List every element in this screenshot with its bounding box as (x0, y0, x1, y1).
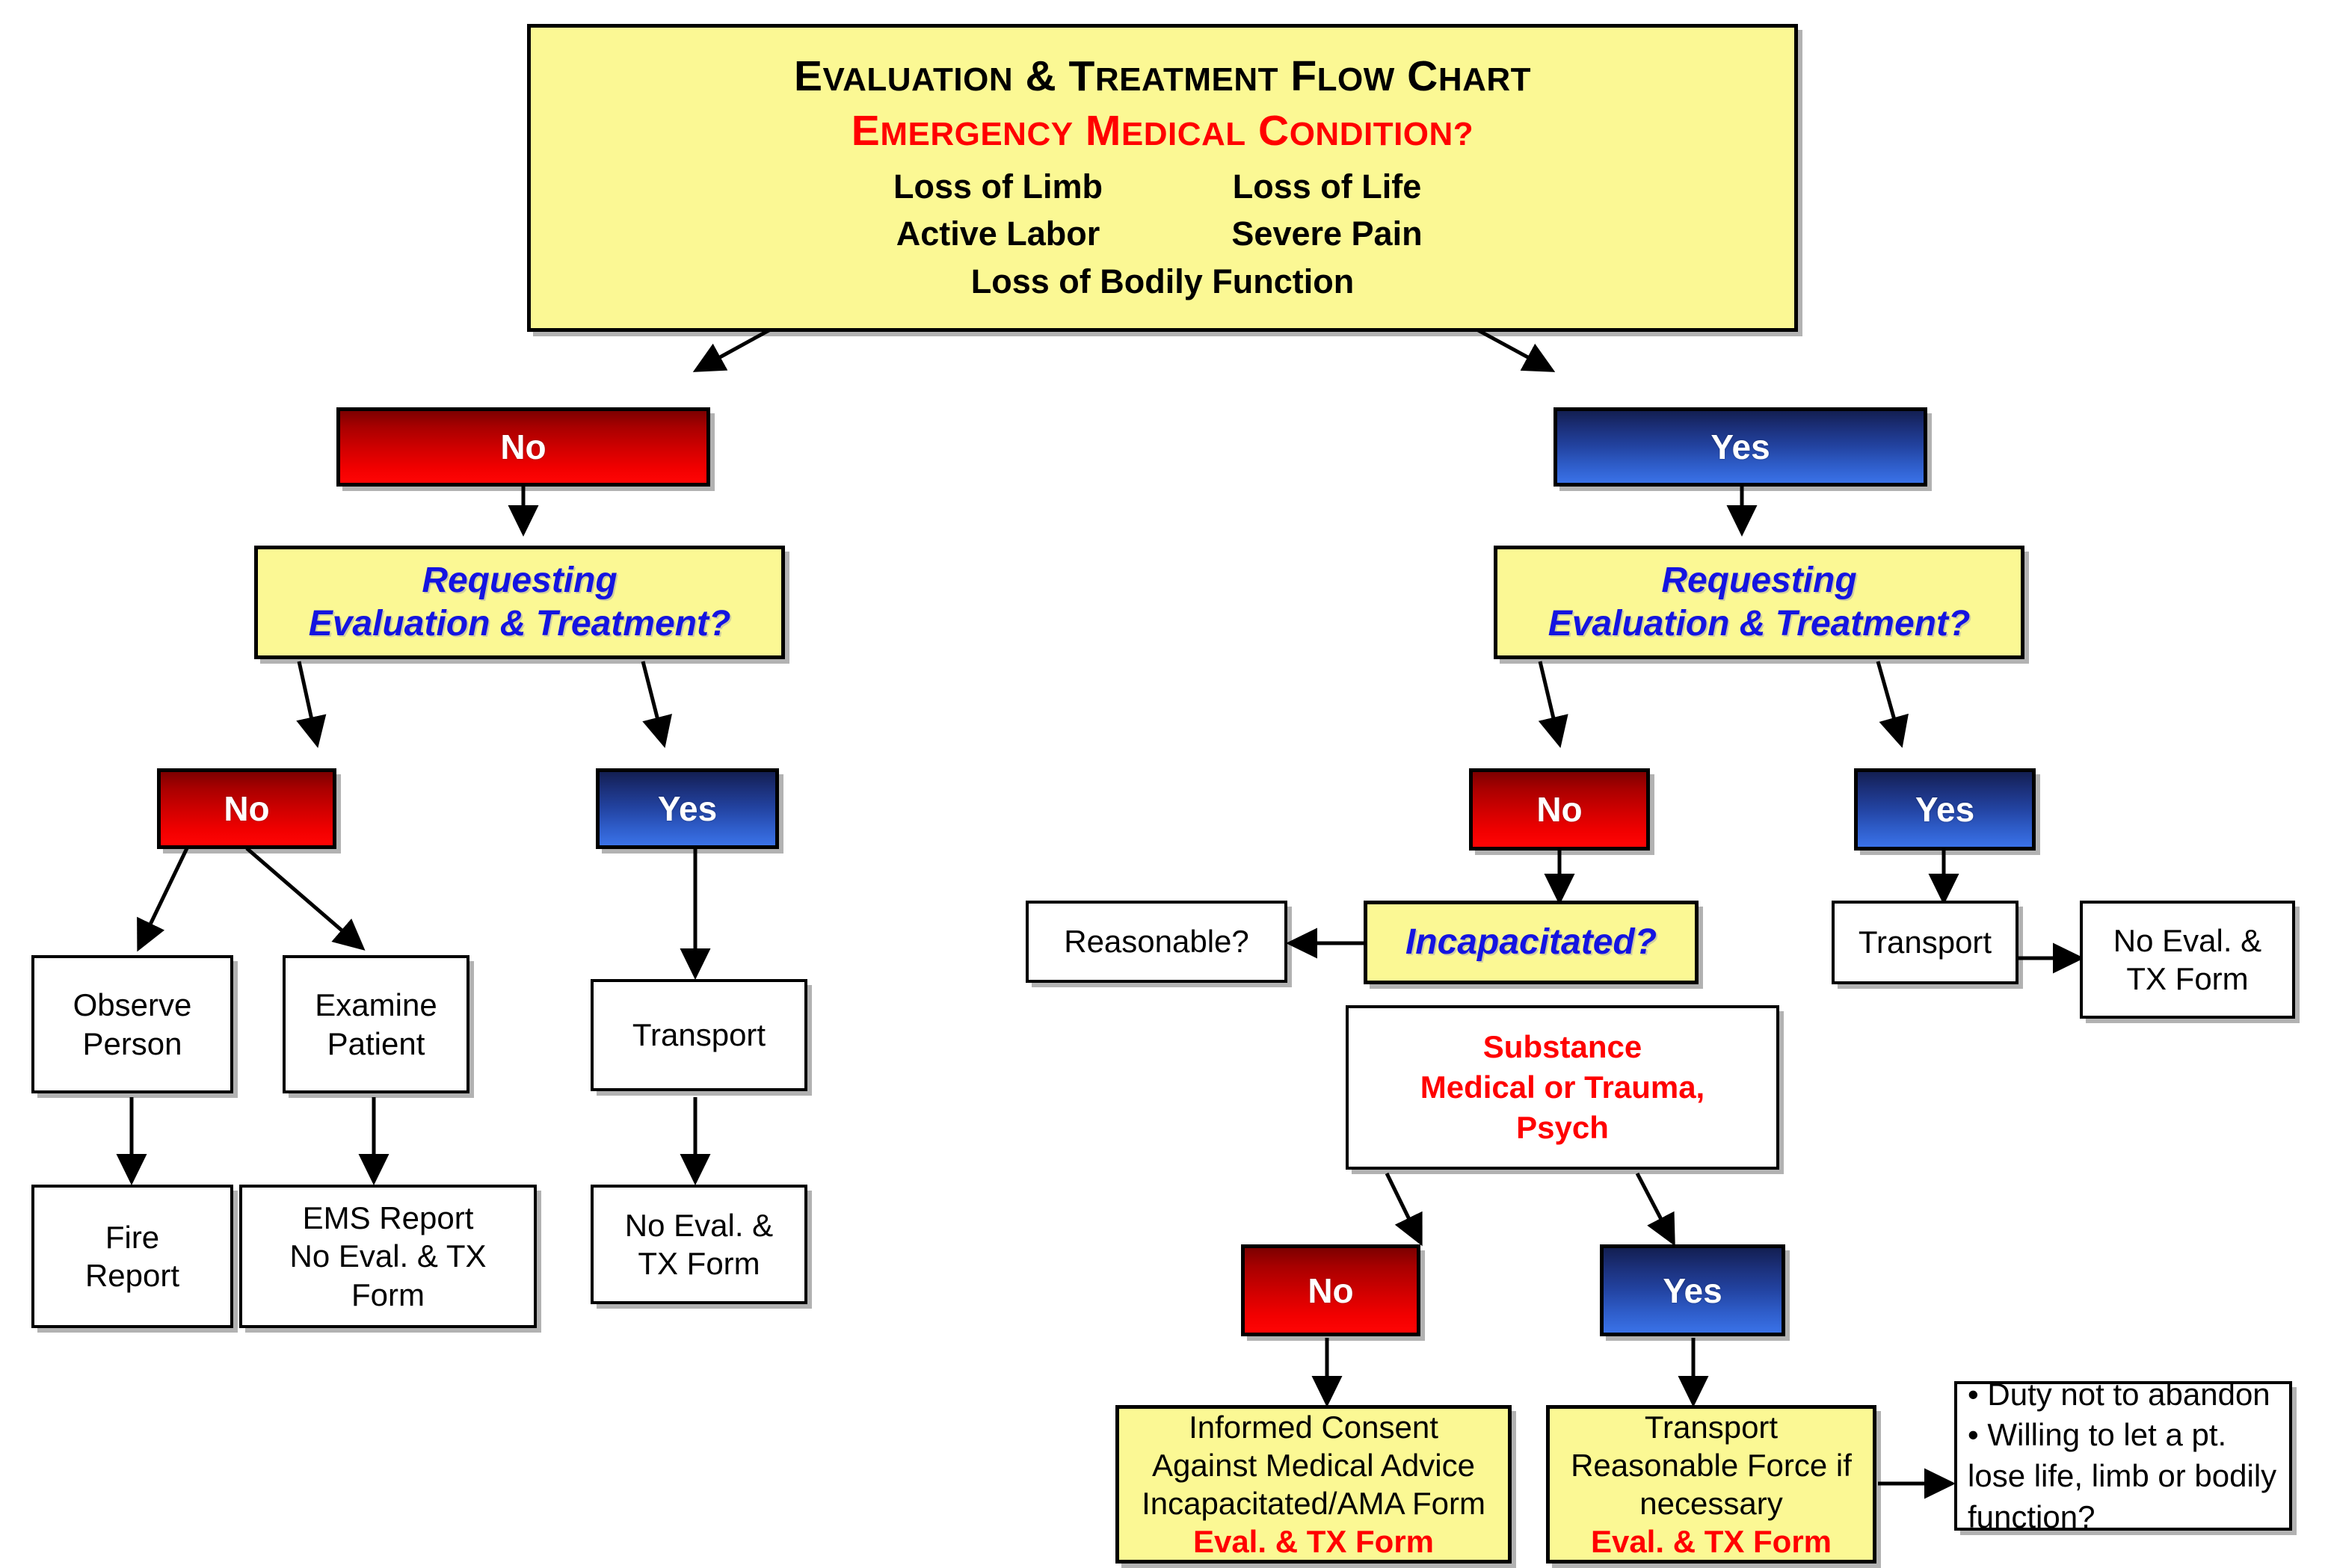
decision-yes-label: Yes (1915, 790, 1975, 829)
decision-no-label: No (1536, 790, 1583, 829)
title-box: EVALUATION & TREATMENT FLOW CHART EMERGE… (527, 24, 1798, 332)
output-fire-report: Fire Report (31, 1185, 233, 1328)
criteria-grid: Loss of Limb Loss of Life Active Labor S… (875, 167, 1450, 253)
substance-line1: Substance (1482, 1029, 1642, 1065)
decision-yes-level1[interactable]: Yes (1553, 407, 1927, 487)
ems-line3: Form (351, 1277, 425, 1312)
decision-yes-label: Yes (1710, 428, 1770, 466)
output-no-eval-tx-form-right: No Eval. & TX Form (2080, 901, 2295, 1019)
noeval-line1: No Eval. & (624, 1207, 774, 1243)
decision-no-label: No (1308, 1271, 1354, 1310)
requesting-line2: Evaluation & Treatment? (308, 604, 731, 643)
force-line1: Transport (1644, 1409, 1779, 1445)
decision-yes-left-branch[interactable]: Yes (596, 768, 779, 849)
action-transport-left: Transport (591, 979, 807, 1091)
noeval-line2: TX Form (2126, 961, 2249, 996)
observe-line2: Person (82, 1025, 182, 1061)
decision-yes-label: Yes (1663, 1271, 1722, 1310)
incapacitated-label: Incapacitated? (1405, 922, 1657, 963)
duty-bullet-2: • Willing to let a pt. (1968, 1417, 2227, 1453)
decision-no-substance[interactable]: No (1241, 1244, 1420, 1336)
decision-no-label: No (224, 789, 270, 828)
consent-line3: Incapacitated/AMA Form (1142, 1486, 1485, 1521)
noeval-line2: TX Form (638, 1246, 760, 1281)
decision-no-right-branch[interactable]: No (1469, 768, 1650, 851)
question-incapacitated: Incapacitated? (1364, 901, 1699, 984)
requesting-line1: Requesting (1661, 561, 1857, 601)
observe-line1: Observe (73, 987, 192, 1023)
decision-yes-substance[interactable]: Yes (1600, 1244, 1785, 1336)
criterion-active-labor: Active Labor (896, 214, 1100, 253)
outcome-transport-reasonable-force: Transport Reasonable Force if necessary … (1546, 1405, 1876, 1564)
action-observe-person: Observe Person (31, 955, 233, 1093)
requesting-line2: Evaluation & Treatment? (1548, 604, 1971, 643)
force-line2: Reasonable Force if (1571, 1447, 1852, 1483)
criterion-severe-pain: Severe Pain (1231, 214, 1423, 253)
duty-bullet-2-cont1: lose life, limb or bodily (1968, 1458, 2277, 1493)
decision-yes-label: Yes (657, 789, 718, 828)
criterion-loss-of-limb: Loss of Limb (893, 167, 1103, 206)
ems-line1: EMS Report (302, 1200, 474, 1236)
transport-label: Transport (1858, 925, 1992, 960)
examine-line1: Examine (315, 987, 437, 1023)
consent-eval-tx-form: Eval. & TX Form (1192, 1524, 1435, 1560)
duty-bullet-list: • Duty not to abandon • Willing to let a… (1957, 1374, 2289, 1537)
info-substance-medical-trauma-psych: Substance Medical or Trauma, Psych (1346, 1005, 1779, 1170)
decision-no-label: No (500, 428, 546, 466)
fire-line1: Fire (105, 1219, 160, 1255)
criterion-loss-of-bodily-function: Loss of Bodily Function (970, 262, 1355, 301)
info-duty-not-to-abandon: • Duty not to abandon • Willing to let a… (1954, 1377, 2292, 1534)
consent-line1: Informed Consent (1189, 1409, 1438, 1445)
noeval-line1: No Eval. & (2113, 922, 2262, 958)
substance-line3: Psych (1516, 1109, 1609, 1145)
fire-line2: Report (84, 1258, 180, 1293)
action-examine-patient: Examine Patient (283, 955, 469, 1093)
question-requesting-right: Requesting Evaluation & Treatment? (1494, 546, 2024, 659)
question-reasonable: Reasonable? (1026, 901, 1287, 983)
chart-subtitle: EMERGENCY MEDICAL CONDITION? (851, 106, 1474, 155)
duty-bullet-2-cont2: function? (1968, 1498, 2095, 1534)
transport-label: Transport (632, 1017, 766, 1053)
ems-line2: No Eval. & TX (289, 1238, 487, 1274)
duty-bullet-1: • Duty not to abandon (1968, 1376, 2270, 1412)
criterion-loss-of-life: Loss of Life (1232, 167, 1422, 206)
consent-line2: Against Medical Advice (1152, 1447, 1475, 1483)
action-transport-right: Transport (1832, 901, 2018, 984)
decision-yes-right-branch[interactable]: Yes (1854, 768, 2036, 851)
examine-line2: Patient (327, 1025, 425, 1061)
force-line3: necessary (1639, 1486, 1783, 1521)
output-ems-report: EMS Report No Eval. & TX Form (239, 1185, 537, 1328)
chart-title: EVALUATION & TREATMENT FLOW CHART (793, 52, 1532, 100)
substance-line2: Medical or Trauma, (1420, 1069, 1705, 1105)
decision-no-left-branch[interactable]: No (157, 768, 336, 849)
decision-no-level1[interactable]: No (336, 407, 710, 487)
output-no-eval-tx-form-left: No Eval. & TX Form (591, 1185, 807, 1304)
question-requesting-left: Requesting Evaluation & Treatment? (254, 546, 785, 659)
force-eval-tx-form: Eval. & TX Form (1590, 1524, 1832, 1560)
reasonable-label: Reasonable? (1064, 924, 1249, 960)
requesting-line1: Requesting (422, 561, 618, 601)
outcome-informed-consent: Informed Consent Against Medical Advice … (1115, 1405, 1512, 1564)
